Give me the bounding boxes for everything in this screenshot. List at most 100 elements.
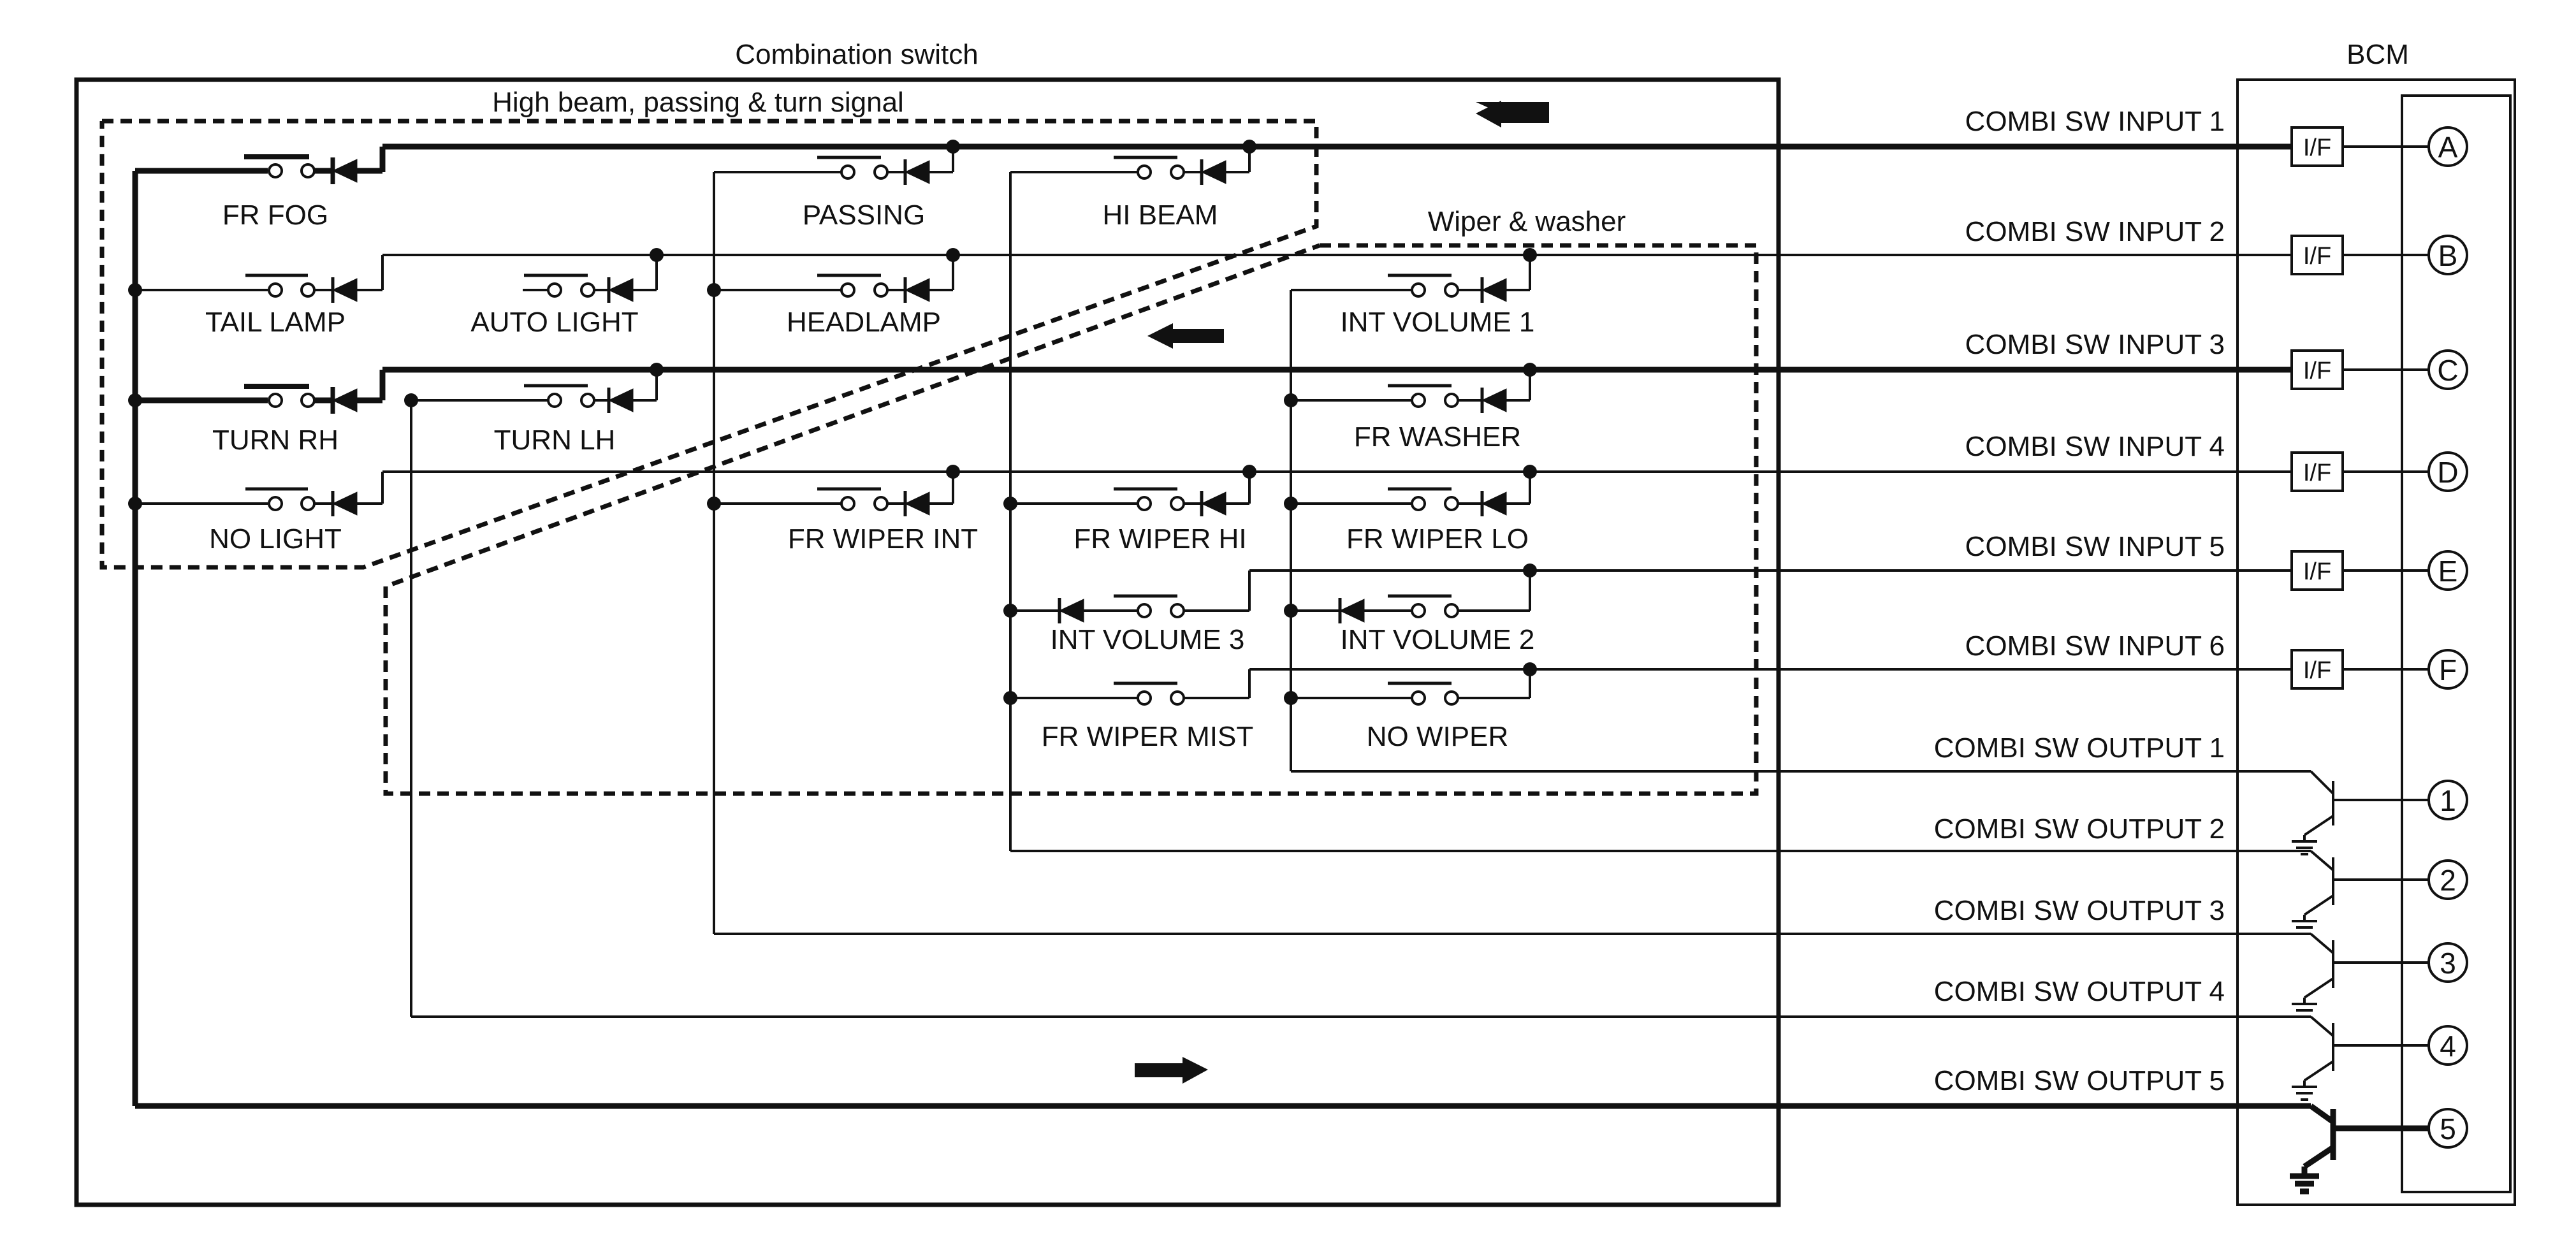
dashed-group-high-beam [99,119,1319,570]
combination-switch-title: Combination switch [735,39,979,70]
svg-text:F: F [2439,653,2457,687]
label-int-volume-1: INT VOLUME 1 [1341,307,1535,338]
switch-fr-wiper-int [816,487,953,516]
switch-fr-washer [1388,384,1530,413]
junction-dots [128,140,1537,705]
svg-text:I/F: I/F [2303,358,2331,384]
label-fr-wiper-int: FR WIPER INT [788,523,978,555]
svg-text:C: C [2437,354,2458,387]
arrow-left-icon [1147,323,1224,349]
label-fr-wiper-mist: FR WIPER MIST [1042,721,1253,752]
switch-int-volume-2 [1291,594,1530,623]
signal-labels: COMBI SW INPUT 1 COMBI SW INPUT 2 COMBI … [1934,106,2225,1096]
svg-text:A: A [2438,131,2458,164]
interface-box: I/F [2290,550,2344,591]
label-int-volume-2: INT VOLUME 2 [1341,624,1535,655]
transistor-icon [2292,1015,2429,1101]
label-output-4: COMBI SW OUTPUT 4 [1934,976,2225,1007]
svg-text:3: 3 [2440,947,2456,980]
label-input-1: COMBI SW INPUT 1 [1965,106,2225,137]
svg-text:4: 4 [2440,1029,2456,1063]
transistor-icon [2292,850,2429,935]
label-auto-light: AUTO LIGHT [470,307,638,338]
svg-text:B: B [2438,239,2458,272]
label-output-3: COMBI SW OUTPUT 3 [1934,895,2225,926]
interface-box: I/F [2290,451,2344,492]
label-output-2: COMBI SW OUTPUT 2 [1934,813,2225,845]
label-passing: PASSING [803,200,925,231]
switch-fr-fog [244,154,382,184]
label-turn-lh: TURN LH [494,425,616,456]
combination-switch-box [74,77,1781,1207]
label-input-4: COMBI SW INPUT 4 [1965,431,2225,462]
transistor-icon [2292,770,2429,855]
pin-c: C [2427,349,2468,390]
interface-blocks: I/F I/F I/F I/F I/F I/F [2290,126,2344,690]
bcm-title: BCM [2347,39,2409,70]
transistor-icon [2292,933,2429,1018]
svg-text:I/F: I/F [2303,243,2331,270]
pin-a: A [2427,126,2468,167]
svg-text:I/F: I/F [2303,460,2331,486]
flow-arrows [1135,101,1549,1084]
arrow-right-icon [1135,1057,1208,1084]
switch-turn-lh [523,384,657,413]
switch-turn-rh [244,384,382,414]
pin-e: E [2427,550,2468,591]
pin-5: 5 [2427,1108,2468,1149]
label-fr-washer: FR WASHER [1354,421,1521,453]
switch-hi-beam [1114,156,1249,185]
pin-b: B [2427,235,2468,275]
group-title-wiper: Wiper & washer [1428,206,1626,237]
switch-elements [244,154,1530,706]
interface-box: I/F [2290,649,2344,690]
svg-text:I/F: I/F [2303,135,2331,161]
label-fr-fog: FR FOG [222,200,328,231]
label-no-light: NO LIGHT [209,523,342,555]
bcm-box [2236,78,2516,1206]
switch-fr-wiper-mist [1010,681,1249,706]
interface-box: I/F [2290,235,2344,275]
transistor-icon [2290,1103,2429,1195]
interface-box: I/F [2290,349,2344,390]
label-input-2: COMBI SW INPUT 2 [1965,216,2225,247]
label-input-3: COMBI SW INPUT 3 [1965,329,2225,360]
group-title-high-beam: High beam, passing & turn signal [492,87,904,118]
label-turn-rh: TURN RH [212,425,338,456]
switch-labels: FR FOG TAIL LAMP TURN RH NO LIGHT AUTO L… [205,200,1534,752]
interface-box: I/F [2290,126,2344,167]
pin-d: D [2427,451,2468,492]
label-input-5: COMBI SW INPUT 5 [1965,531,2225,562]
pin-1: 1 [2427,780,2468,820]
label-output-5: COMBI SW OUTPUT 5 [1934,1065,2225,1096]
label-fr-wiper-hi: FR WIPER HI [1073,523,1246,555]
thin-wires [135,145,2429,1018]
arrow-left-icon [1476,101,1549,127]
svg-text:I/F: I/F [2303,558,2331,585]
svg-text:E: E [2438,555,2458,588]
switch-headlamp [816,273,953,303]
label-tail-lamp: TAIL LAMP [205,307,346,338]
pin-4: 4 [2427,1025,2468,1066]
output-transistors [2290,770,2429,1195]
switch-tail-lamp [245,273,382,303]
label-output-1: COMBI SW OUTPUT 1 [1934,732,2225,764]
thick-wires [132,143,2311,1109]
label-fr-wiper-lo: FR WIPER LO [1346,523,1529,555]
pin-f: F [2427,649,2468,690]
switch-int-volume-3 [1010,594,1249,623]
bcm-pins: A B C D E F 1 2 [2427,126,2468,1149]
switch-int-volume-1 [1388,273,1530,303]
switch-fr-wiper-hi [1114,487,1249,516]
switch-auto-light [523,273,657,303]
label-input-6: COMBI SW INPUT 6 [1965,630,2225,662]
switch-passing [816,156,953,185]
pin-2: 2 [2427,859,2468,900]
label-hi-beam: HI BEAM [1103,200,1218,231]
label-no-wiper: NO WIPER [1367,721,1508,752]
label-headlamp: HEADLAMP [787,307,941,338]
svg-text:2: 2 [2440,864,2456,897]
svg-text:5: 5 [2440,1112,2456,1145]
